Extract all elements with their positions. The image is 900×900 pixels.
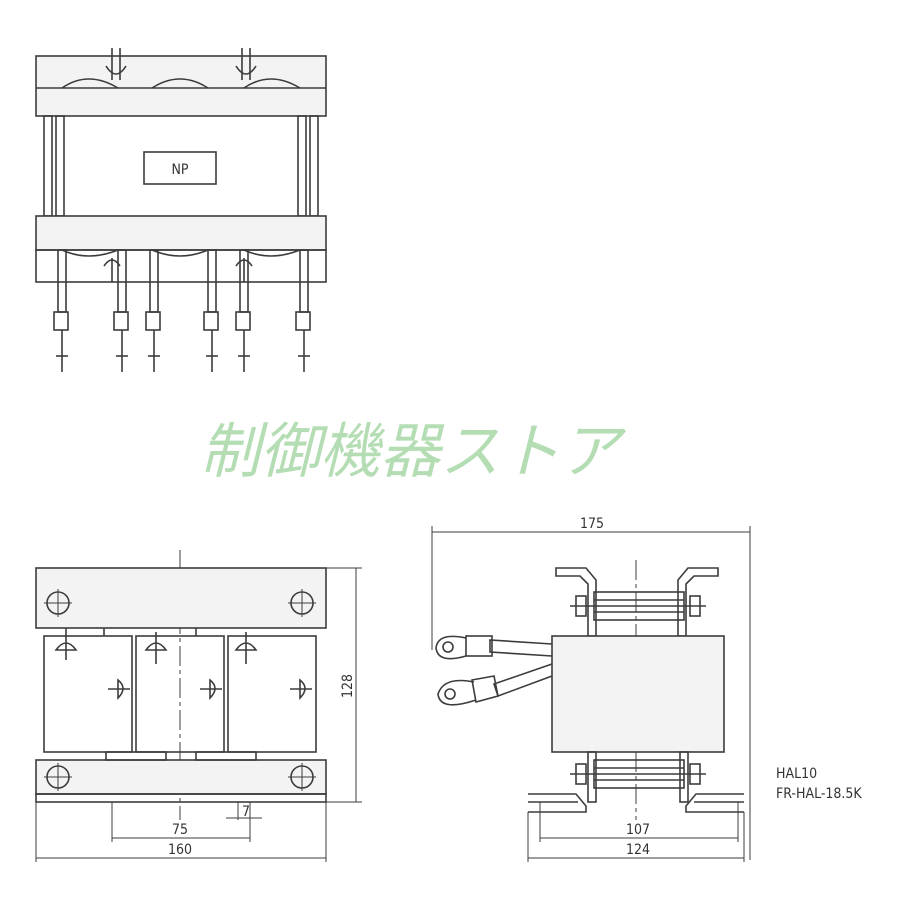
dim-front-overall-width: 160 xyxy=(168,842,192,858)
top-view: NP xyxy=(35,48,327,372)
model-line-2: FR-HAL-18.5K xyxy=(776,786,862,802)
dim-side-overall-width: 175 xyxy=(580,516,604,532)
model-line-1: HAL10 xyxy=(776,766,817,782)
dim-front-height: 128 xyxy=(340,674,356,698)
dim-side-base-width: 124 xyxy=(626,842,650,858)
nameplate xyxy=(143,151,217,185)
front-view: 128 7 75 160 xyxy=(35,550,362,862)
nameplate-label: NP xyxy=(171,162,188,178)
dim-front-small-offset: 7 xyxy=(242,804,250,820)
side-view: 175 xyxy=(431,516,751,862)
terminals xyxy=(53,249,311,372)
dim-front-inner-width: 75 xyxy=(172,822,188,838)
watermark: 制御機器ストア xyxy=(200,417,626,487)
dim-side-inner-width: 107 xyxy=(626,822,650,838)
